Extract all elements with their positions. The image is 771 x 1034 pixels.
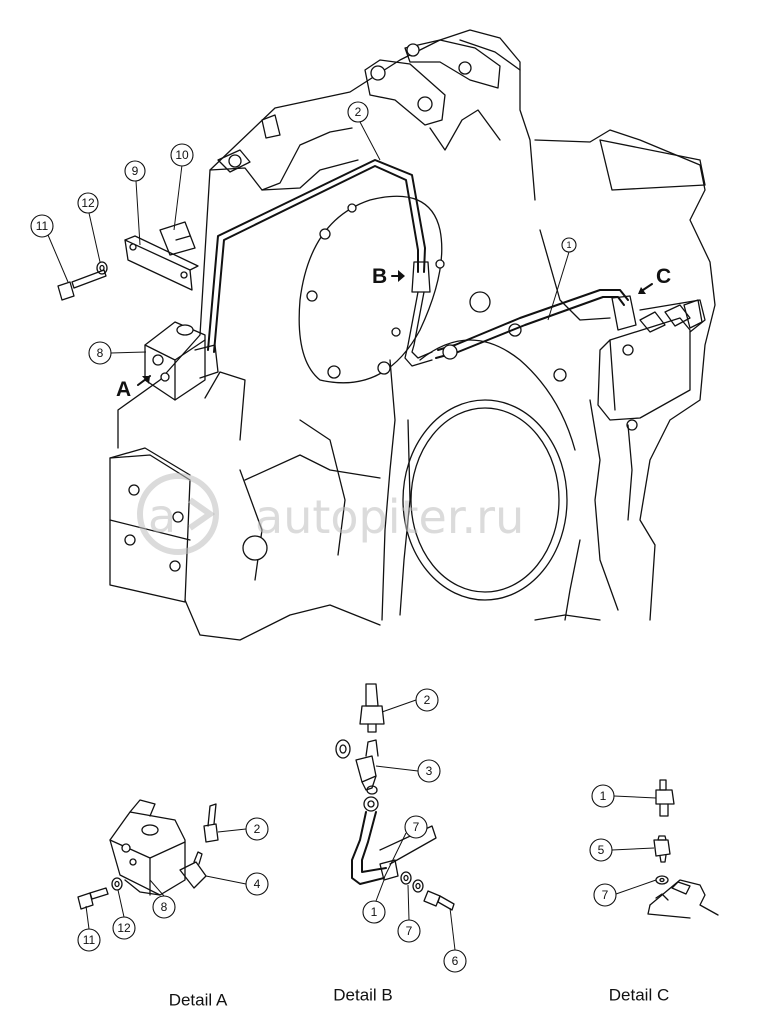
callout-1-main: 1: [547, 237, 577, 321]
svg-text:4: 4: [254, 877, 261, 891]
callout-12-detail-a: 12: [112, 889, 136, 940]
engine-housing: [109, 29, 716, 641]
callout-11-detail-a: 11: [77, 905, 101, 952]
callout-5-detail-c: 5: [589, 838, 655, 862]
svg-text:1: 1: [371, 905, 378, 919]
svg-text:11: 11: [36, 219, 49, 233]
svg-text:A: A: [116, 378, 131, 401]
watermark: a autopiter.ru: [137, 473, 524, 555]
callout-7-detail-b-bottom: 7: [397, 884, 421, 943]
bolt-11-main: [57, 269, 107, 301]
callout-4-detail-a: 4: [205, 872, 269, 896]
callout-2-detail-b: 2: [381, 688, 439, 713]
callout-7-detail-b-top: 7: [383, 815, 428, 879]
callout-10-main: 10: [170, 143, 194, 231]
callout-8-main: 8: [88, 341, 147, 365]
svg-text:5: 5: [598, 843, 605, 857]
pipe-2: [207, 159, 433, 367]
callout-1-detail-c: 1: [591, 784, 657, 808]
detail-c-drawing: [647, 779, 719, 919]
svg-text:2: 2: [254, 822, 261, 836]
callout-2-main: 2: [347, 101, 381, 161]
clamp-bracket-9: [124, 221, 199, 291]
svg-text:8: 8: [161, 900, 168, 914]
svg-text:2: 2: [355, 105, 362, 119]
svg-text:6: 6: [452, 954, 459, 968]
svg-text:1: 1: [600, 789, 607, 803]
svg-text:a: a: [148, 489, 176, 543]
svg-text:2: 2: [424, 693, 431, 707]
callout-6-detail-b: 6: [443, 907, 467, 973]
svg-text:8: 8: [97, 346, 104, 360]
svg-text:7: 7: [406, 924, 413, 938]
callout-1-detail-b: 1: [362, 879, 386, 924]
washer-12-main: [96, 261, 108, 275]
detail-b-label: Detail B: [333, 986, 393, 1005]
svg-text:7: 7: [413, 820, 420, 834]
svg-text:C: C: [656, 265, 671, 288]
watermark-text: autopiter.ru: [255, 490, 524, 544]
pipe-1: [435, 289, 637, 360]
callout-3-detail-b: 3: [375, 759, 441, 783]
detail-c-label: Detail C: [609, 986, 669, 1005]
view-marker-b: B: [372, 265, 405, 288]
svg-text:10: 10: [175, 148, 189, 162]
svg-text:12: 12: [117, 921, 131, 935]
svg-text:1: 1: [566, 240, 571, 250]
svg-text:7: 7: [602, 888, 609, 902]
callout-9-main: 9: [124, 160, 146, 246]
svg-text:9: 9: [132, 164, 139, 178]
svg-text:B: B: [372, 265, 387, 288]
detail-b-drawing: [335, 683, 455, 911]
callout-11-main: 11: [30, 214, 69, 283]
callout-2-detail-a: 2: [217, 817, 269, 841]
svg-text:11: 11: [83, 933, 96, 947]
detail-a-label: Detail A: [169, 991, 228, 1010]
svg-text:3: 3: [426, 764, 433, 778]
distributor-block-8: [144, 321, 219, 401]
view-marker-c: C: [638, 265, 671, 294]
svg-text:12: 12: [81, 196, 95, 210]
view-marker-a: A: [116, 375, 151, 401]
callout-12-main: 12: [77, 192, 101, 263]
callout-8-detail-a: 8: [149, 879, 176, 919]
detail-a-drawing: [77, 799, 219, 910]
callout-7-detail-c: 7: [593, 879, 657, 907]
